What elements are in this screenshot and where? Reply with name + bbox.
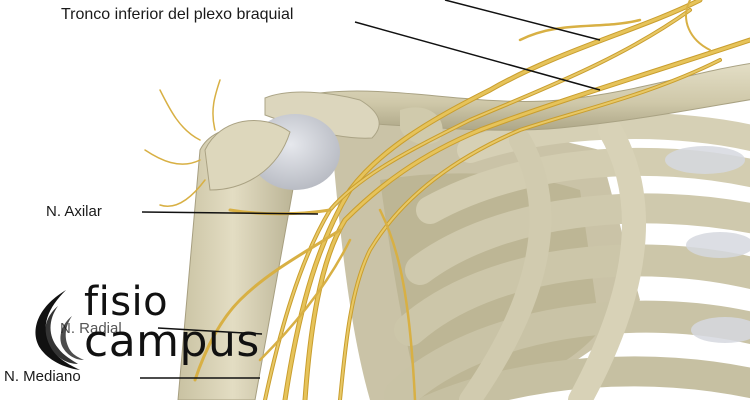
rib-8 [459, 129, 552, 400]
label-n-radial: N. Radial [60, 320, 122, 337]
brachial-plexus [144, 0, 750, 400]
label-n-mediano: N. Mediano [4, 368, 81, 385]
label-n-axilar: N. Axilar [46, 203, 102, 220]
costal-cartilage [665, 146, 750, 343]
rib-4 [394, 244, 750, 346]
leader-line-tronco-2 [444, 0, 601, 41]
rib-7 [568, 118, 646, 400]
leader-lines [140, 0, 601, 379]
label-tronco-inferior: Tronco inferior del plexo braquial [61, 6, 294, 23]
flame-logo-icon [35, 290, 84, 370]
rib-3 [405, 193, 750, 285]
leader-line-tronco [354, 21, 601, 91]
fisiocampus-logo: fisio campus [28, 280, 278, 376]
logo-text-campus: campus [84, 316, 260, 367]
leader-line-radial [157, 327, 263, 335]
logo-text-fisio: fisio [84, 279, 169, 325]
leader-line-axilar [141, 211, 319, 215]
greater-tubercle [204, 119, 291, 191]
